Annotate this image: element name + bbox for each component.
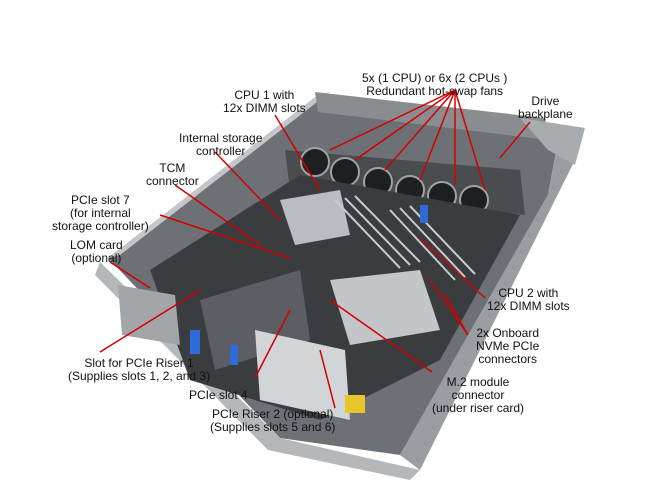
label-riser2-line2: (Supplies slots 5 and 6) (210, 420, 336, 434)
label-lom-line2: (optional) (71, 251, 122, 265)
blue-connector-2 (230, 345, 238, 365)
label-riser-1: Slot for PCIe Riser 1 (Supplies slots 1,… (68, 357, 210, 383)
label-pcie4-line1: PCIe slot 4 (189, 388, 248, 402)
label-riser-2: PCIe Riser 2 (optional) (Supplies slots … (210, 408, 335, 434)
label-cpu2: CPU 2 with 12x DIMM slots (487, 287, 570, 313)
riser-shroud (330, 270, 440, 345)
label-riser1-line2: (Supplies slots 1, 2, and 3) (68, 369, 211, 383)
cpu1-heatsink (280, 190, 350, 245)
label-lom-line1: LOM card (70, 238, 123, 252)
chassis-front-wall (95, 262, 420, 480)
label-cpu2-line2: 12x DIMM slots (487, 299, 570, 313)
label-pcie-slot-4: PCIe slot 4 (189, 389, 248, 402)
rear-io (118, 285, 180, 345)
label-tcm-line1: TCM (159, 161, 186, 175)
label-fans: 5x (1 CPU) or 6x (2 CPUs ) Redundant hot… (362, 72, 507, 98)
label-storage-line1: Internal storage (179, 131, 263, 145)
label-tcm-line2: connector (146, 174, 199, 188)
label-m2-line2: connector (451, 388, 505, 402)
label-storage-line2: controller (196, 144, 246, 158)
chassis-right-wall (400, 130, 575, 470)
label-cpu2-line1: CPU 2 with (498, 286, 559, 300)
label-m2-line1: M.2 module (446, 375, 510, 389)
label-drive-line2: backplane (518, 107, 573, 121)
label-m2: M.2 module connector (under riser card) (432, 376, 524, 415)
label-lom-card: LOM card (optional) (70, 239, 123, 265)
warning-label (345, 395, 365, 413)
label-cpu1: CPU 1 with 12x DIMM slots (223, 89, 306, 115)
label-pcie7-line1: PCIe slot 7 (71, 193, 130, 207)
label-pcie7-line2: (for internal (70, 206, 131, 220)
label-drive-backplane: Drive backplane (518, 95, 573, 121)
label-fans-line2: Redundant hot-swap fans (366, 84, 504, 98)
label-riser1-line1: Slot for PCIe Riser 1 (84, 356, 194, 370)
label-nvme-line2: NVMe PCIe (476, 339, 540, 353)
label-storage-controller: Internal storage controller (179, 132, 262, 158)
blue-connector (190, 330, 200, 354)
fan-1 (300, 147, 330, 177)
label-cpu1-line1: CPU 1 with (234, 88, 295, 102)
label-nvme-line1: 2x Onboard (476, 326, 540, 340)
label-fans-line1: 5x (1 CPU) or 6x (2 CPUs ) (362, 71, 508, 85)
label-riser2-line1: PCIe Riser 2 (optional) (212, 407, 334, 421)
label-drive-line1: Drive (531, 94, 560, 108)
label-pcie7-line3: storage controller) (52, 219, 149, 233)
blue-connector-3 (420, 205, 428, 223)
label-m2-line3: (under riser card) (432, 401, 525, 415)
callout-lines (99, 89, 531, 409)
label-nvme-line3: connectors (478, 352, 538, 366)
psu (255, 330, 350, 420)
label-pcie-slot-7: PCIe slot 7 (for internal storage contro… (52, 194, 149, 233)
label-cpu1-line2: 12x DIMM slots (223, 101, 306, 115)
drive-cage (520, 118, 585, 165)
label-nvme: 2x Onboard NVMe PCIe connectors (476, 327, 539, 366)
label-tcm: TCM connector (146, 162, 199, 188)
